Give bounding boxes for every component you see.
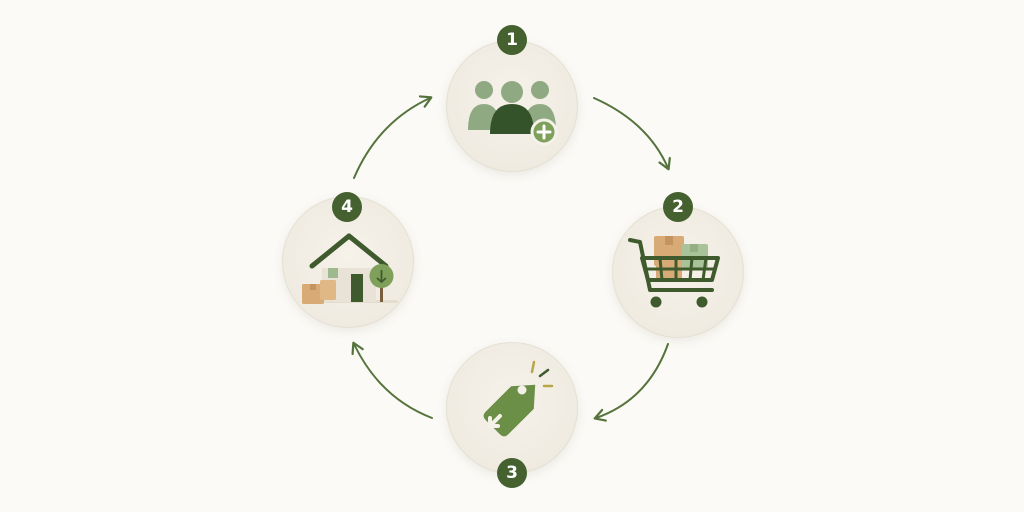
add-people-icon	[468, 81, 558, 146]
step-3-badge: 3	[497, 458, 527, 488]
arrow-4-to-1	[353, 95, 433, 179]
arrow-2-to-3	[593, 343, 669, 422]
step-4-badge: 4	[332, 192, 362, 222]
step-2-number: 2	[672, 197, 684, 217]
step-1-number: 1	[506, 30, 518, 50]
arrow-3-to-4	[351, 341, 433, 419]
discount-tag-icon	[483, 360, 554, 437]
step-1-badge: 1	[497, 25, 527, 55]
shopping-cart-icon	[628, 236, 720, 308]
house-delivery-icon	[302, 233, 398, 304]
step-2-badge: 2	[663, 192, 693, 222]
step-4-number: 4	[341, 197, 353, 217]
step-3-number: 3	[506, 463, 518, 483]
arrow-1-to-2	[593, 97, 671, 171]
